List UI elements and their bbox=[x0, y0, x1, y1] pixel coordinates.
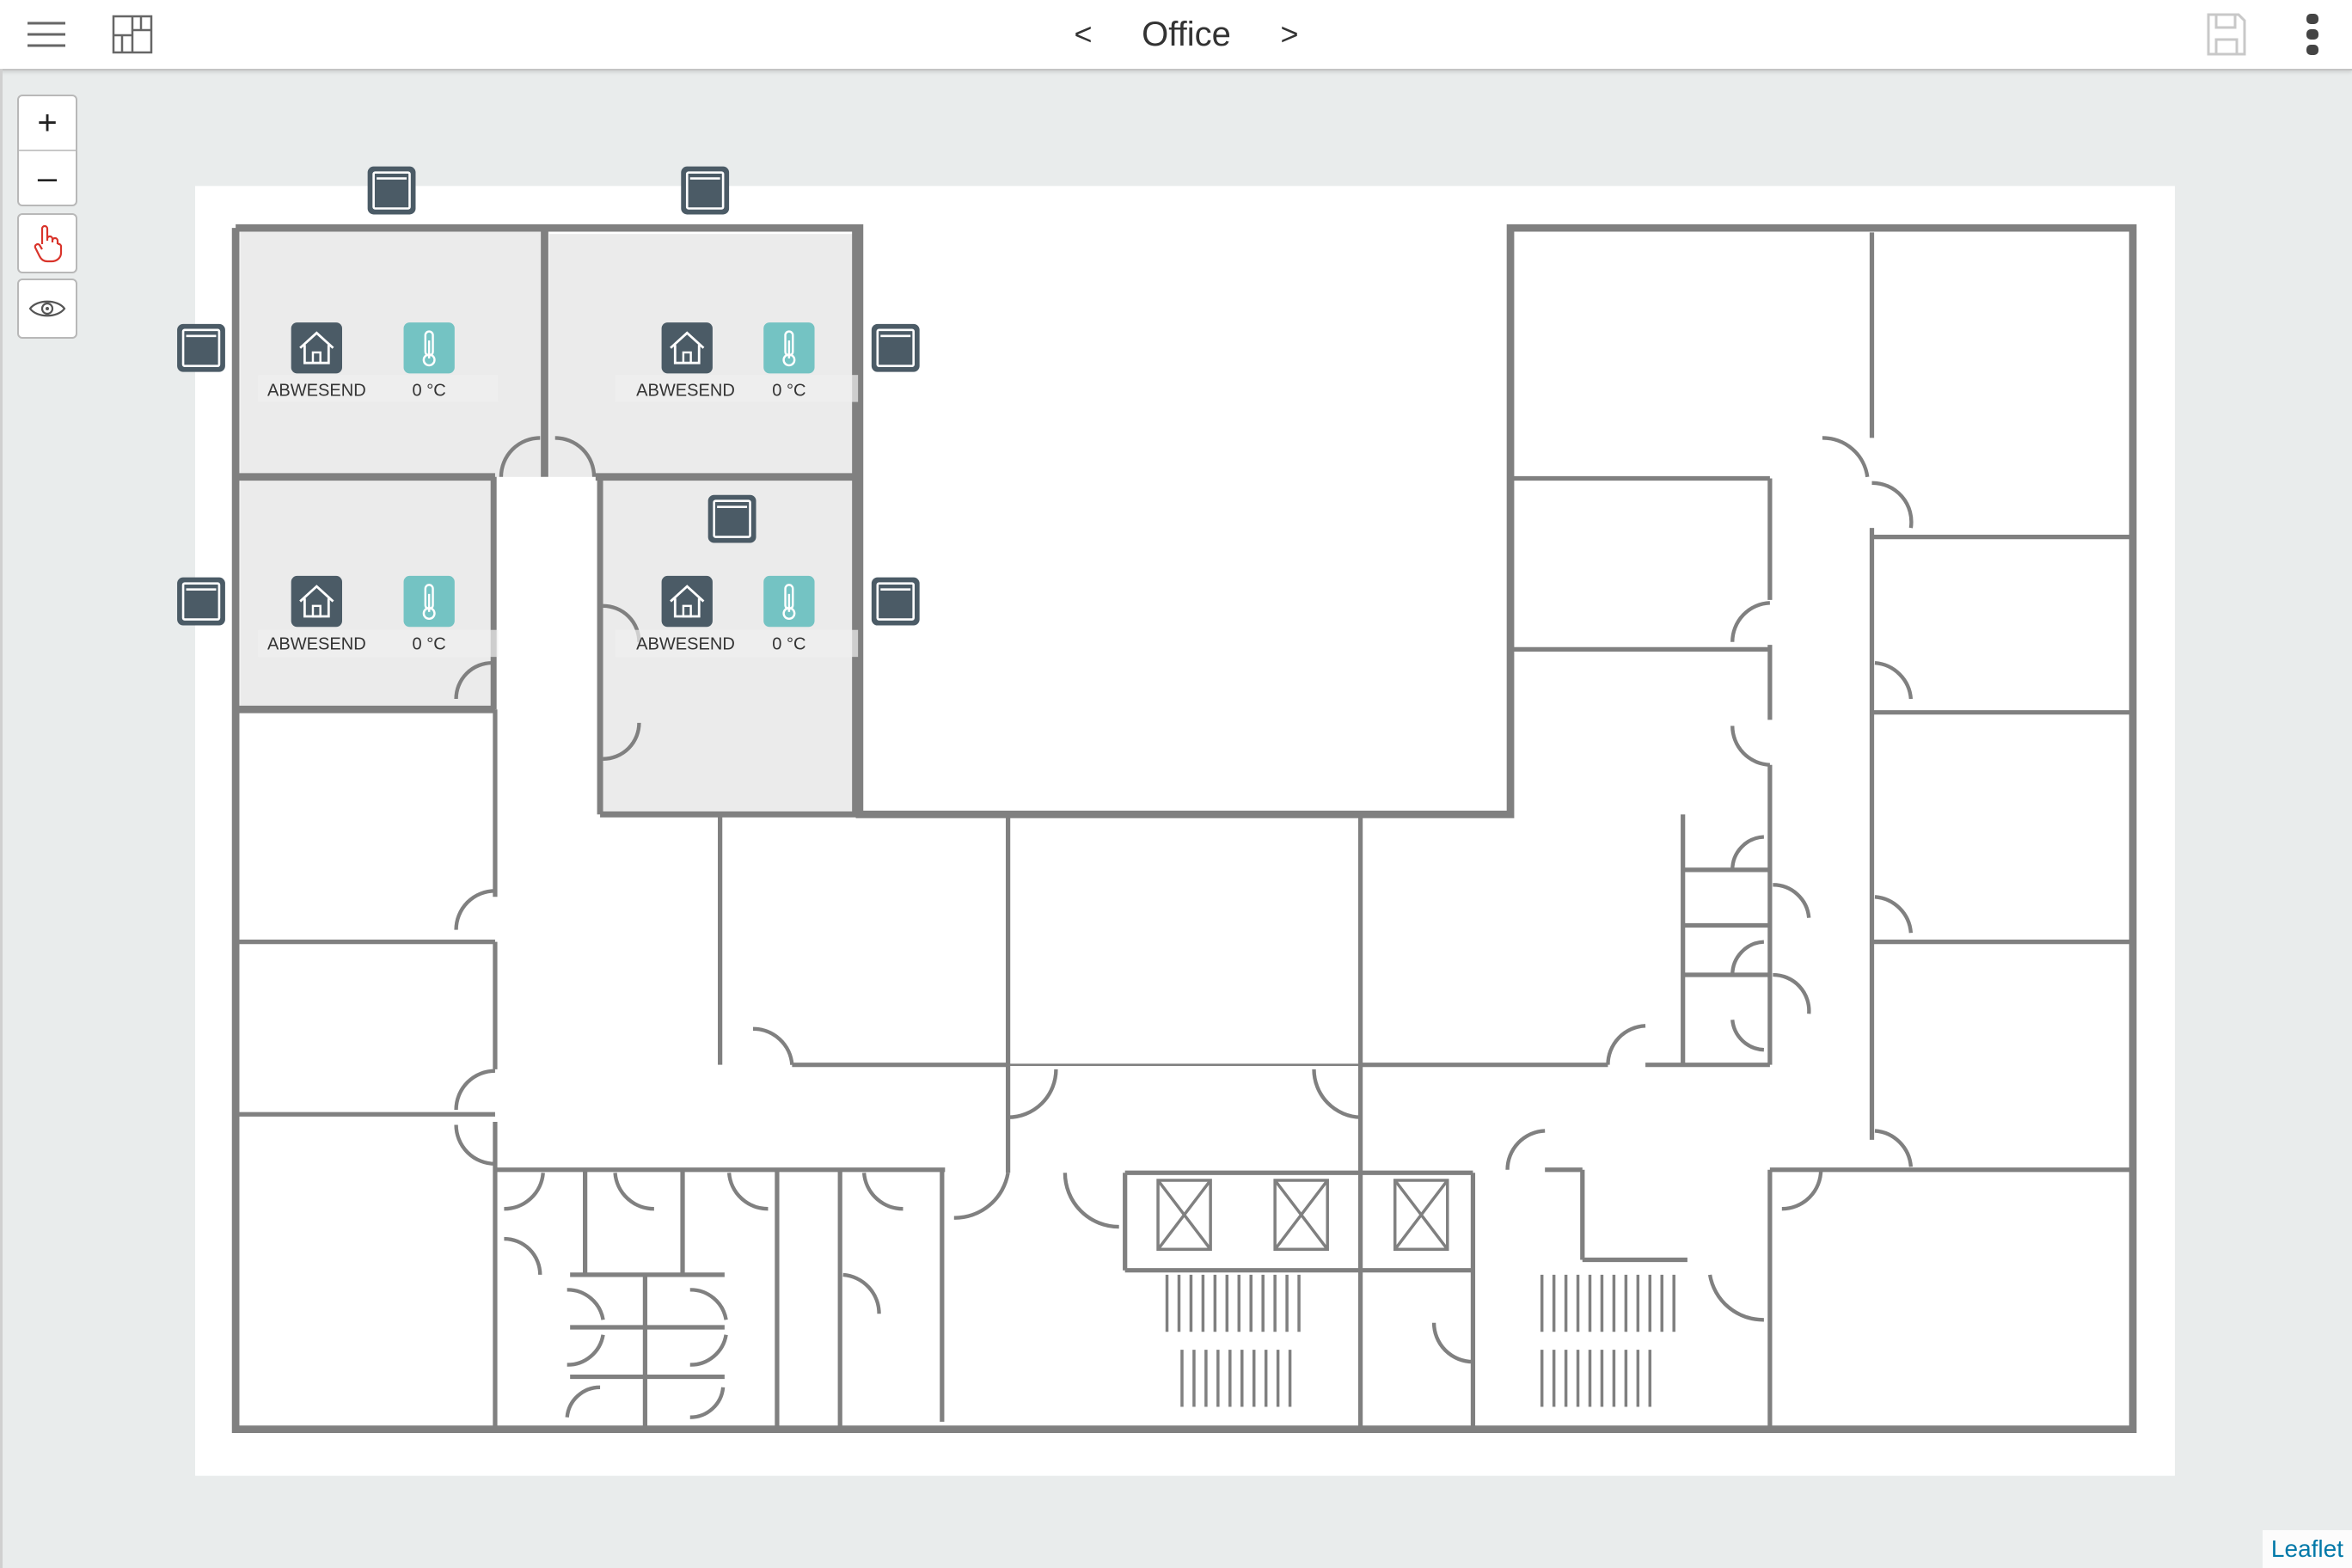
room-widget[interactable]: ABWESEND 0 °C bbox=[258, 574, 499, 658]
presence-status: ABWESEND bbox=[636, 382, 735, 401]
presence-status: ABWESEND bbox=[636, 634, 735, 653]
stairs bbox=[1165, 1274, 1675, 1407]
elevators bbox=[1156, 1179, 1449, 1252]
blind-device-icon[interactable] bbox=[870, 576, 921, 627]
map-attribution-link[interactable]: Leaflet bbox=[2262, 1530, 2352, 1568]
previous-floor-button[interactable]: < bbox=[1074, 16, 1093, 52]
more-options-button[interactable] bbox=[2287, 9, 2338, 60]
presence-home-icon[interactable] bbox=[290, 321, 344, 375]
presence-status: ABWESEND bbox=[267, 634, 366, 653]
floor-plan-icon bbox=[112, 15, 153, 54]
temperature-value: 0 °C bbox=[413, 634, 446, 653]
hand-pointer-icon bbox=[34, 224, 63, 263]
view-mode-button[interactable] bbox=[17, 279, 77, 339]
hamburger-menu-button[interactable] bbox=[21, 9, 72, 60]
thermometer-icon[interactable] bbox=[763, 574, 816, 628]
interact-mode-button[interactable] bbox=[17, 213, 77, 273]
blind-device-icon[interactable] bbox=[870, 322, 921, 373]
zoom-out-button[interactable]: – bbox=[19, 150, 76, 205]
blind-device-icon[interactable] bbox=[707, 493, 757, 544]
top-app-bar: < Office > bbox=[0, 0, 2352, 70]
floor-plan-walls bbox=[231, 224, 2137, 1433]
floor-plan-button[interactable] bbox=[107, 9, 158, 60]
zoom-in-button[interactable]: + bbox=[37, 103, 58, 142]
eye-icon bbox=[28, 300, 66, 317]
left-edge-border bbox=[0, 69, 3, 1568]
room-widget[interactable]: ABWESEND 0 °C bbox=[258, 321, 499, 402]
page-title: Office bbox=[1142, 15, 1231, 53]
save-button[interactable] bbox=[2201, 9, 2252, 60]
save-floppy-icon bbox=[2207, 13, 2246, 56]
thermometer-icon[interactable] bbox=[763, 321, 816, 375]
blind-device-icon[interactable] bbox=[679, 165, 731, 216]
zoom-control: + – bbox=[17, 95, 77, 206]
more-vertical-icon bbox=[2306, 14, 2318, 55]
hamburger-menu-icon bbox=[28, 21, 65, 47]
room-widget[interactable]: ABWESEND 0 °C bbox=[615, 321, 859, 402]
thermometer-icon[interactable] bbox=[402, 321, 456, 375]
temperature-value: 0 °C bbox=[772, 634, 805, 653]
blind-device-icon[interactable] bbox=[366, 165, 417, 216]
room-widget[interactable]: ABWESEND 0 °C bbox=[615, 574, 859, 658]
thermometer-icon[interactable] bbox=[402, 574, 456, 628]
presence-home-icon[interactable] bbox=[660, 574, 714, 628]
next-floor-button[interactable]: > bbox=[1280, 16, 1299, 52]
doors bbox=[454, 436, 1914, 1419]
blind-device-icon[interactable] bbox=[175, 322, 227, 373]
presence-status: ABWESEND bbox=[267, 382, 366, 401]
temperature-value: 0 °C bbox=[772, 382, 805, 401]
blind-device-icon[interactable] bbox=[175, 576, 227, 627]
presence-home-icon[interactable] bbox=[290, 574, 344, 628]
presence-home-icon[interactable] bbox=[660, 321, 714, 375]
temperature-value: 0 °C bbox=[413, 382, 446, 401]
floor-selector: < Office > bbox=[1066, 10, 1307, 58]
